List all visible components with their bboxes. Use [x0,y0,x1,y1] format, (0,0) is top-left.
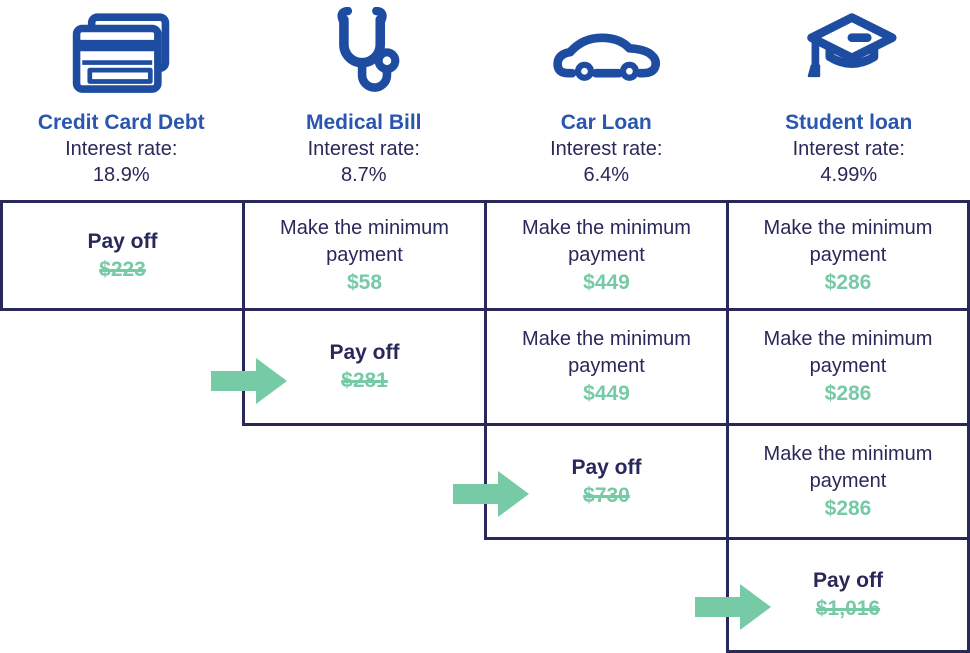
minimum-label: Make the minimum payment [522,216,691,266]
cell-minimum-medical: Make the minimum payment $58 [242,200,487,311]
header-student-loan: Student loan Interest rate: 4.99% [728,0,970,200]
minimum-amount: $286 [824,496,872,520]
minimum-label: Make the minimum payment [763,328,933,377]
minimum-label: Make the minimum payment [280,216,449,266]
interest-rate-label: Interest rate: [307,138,420,160]
minimum-amount: $449 [583,270,630,294]
interest-rate-value: 6.4% [583,164,630,186]
minimum-label: Make the minimum payment [763,442,933,492]
column-title: Car Loan [560,111,652,134]
payoff-label: Pay off [329,341,400,364]
column-headers: Credit Card Debt Interest rate: 18.9% M [0,0,970,200]
header-medical-bill: Medical Bill Interest rate: 8.7% [243,0,486,200]
interest-rate-value: 4.99% [820,164,878,186]
cell-minimum-car: Make the minimum payment $449 [484,308,729,426]
interest-rate-label: Interest rate: [550,138,663,160]
right-arrow-icon [695,584,771,630]
payoff-amount: $1,016 [815,597,881,620]
interest-rate-value: 18.9% [92,164,150,186]
payoff-label: Pay off [571,455,642,479]
cell-payoff-medical: Pay off $281 [242,308,487,426]
payoff-amount: $223 [99,257,146,281]
payoff-label: Pay off [812,569,883,592]
column-title: Credit Card Debt [37,111,205,134]
minimum-label: Make the minimum payment [763,216,933,266]
payoff-label: Pay off [87,229,158,253]
right-arrow-icon [453,471,529,517]
minimum-label: Make the minimum payment [522,328,691,377]
cell-minimum-car: Make the minimum payment $449 [484,200,729,311]
right-arrow-icon [211,358,287,404]
credit-card-icon [69,0,173,110]
payoff-amount: $281 [341,369,388,392]
graduation-cap-icon [801,0,897,110]
cell-minimum-student: Make the minimum payment $286 [726,308,970,426]
minimum-amount: $286 [824,270,872,294]
car-icon [551,0,661,110]
interest-rate-label: Interest rate: [65,138,178,160]
cell-payoff-student: Pay off $1,016 [726,537,970,653]
minimum-amount: $286 [824,382,872,405]
payoff-amount: $730 [583,483,630,507]
cell-minimum-student: Make the minimum payment $286 [726,200,970,311]
cell-payoff-credit-card: Pay off $223 [0,200,245,311]
header-credit-card: Credit Card Debt Interest rate: 18.9% [0,0,243,200]
payment-staircase-table: Pay off $223 Make the minimum payment $5… [0,200,970,653]
column-title: Student loan [785,111,913,134]
interest-rate-label: Interest rate: [792,138,905,160]
stethoscope-icon [320,0,408,110]
header-car-loan: Car Loan Interest rate: 6.4% [485,0,728,200]
interest-rate-value: 8.7% [340,164,387,186]
column-title: Medical Bill [305,111,422,134]
cell-minimum-student: Make the minimum payment $286 [726,423,970,540]
cell-payoff-car: Pay off $730 [484,423,729,540]
minimum-amount: $449 [583,382,630,405]
minimum-amount: $58 [346,270,383,294]
